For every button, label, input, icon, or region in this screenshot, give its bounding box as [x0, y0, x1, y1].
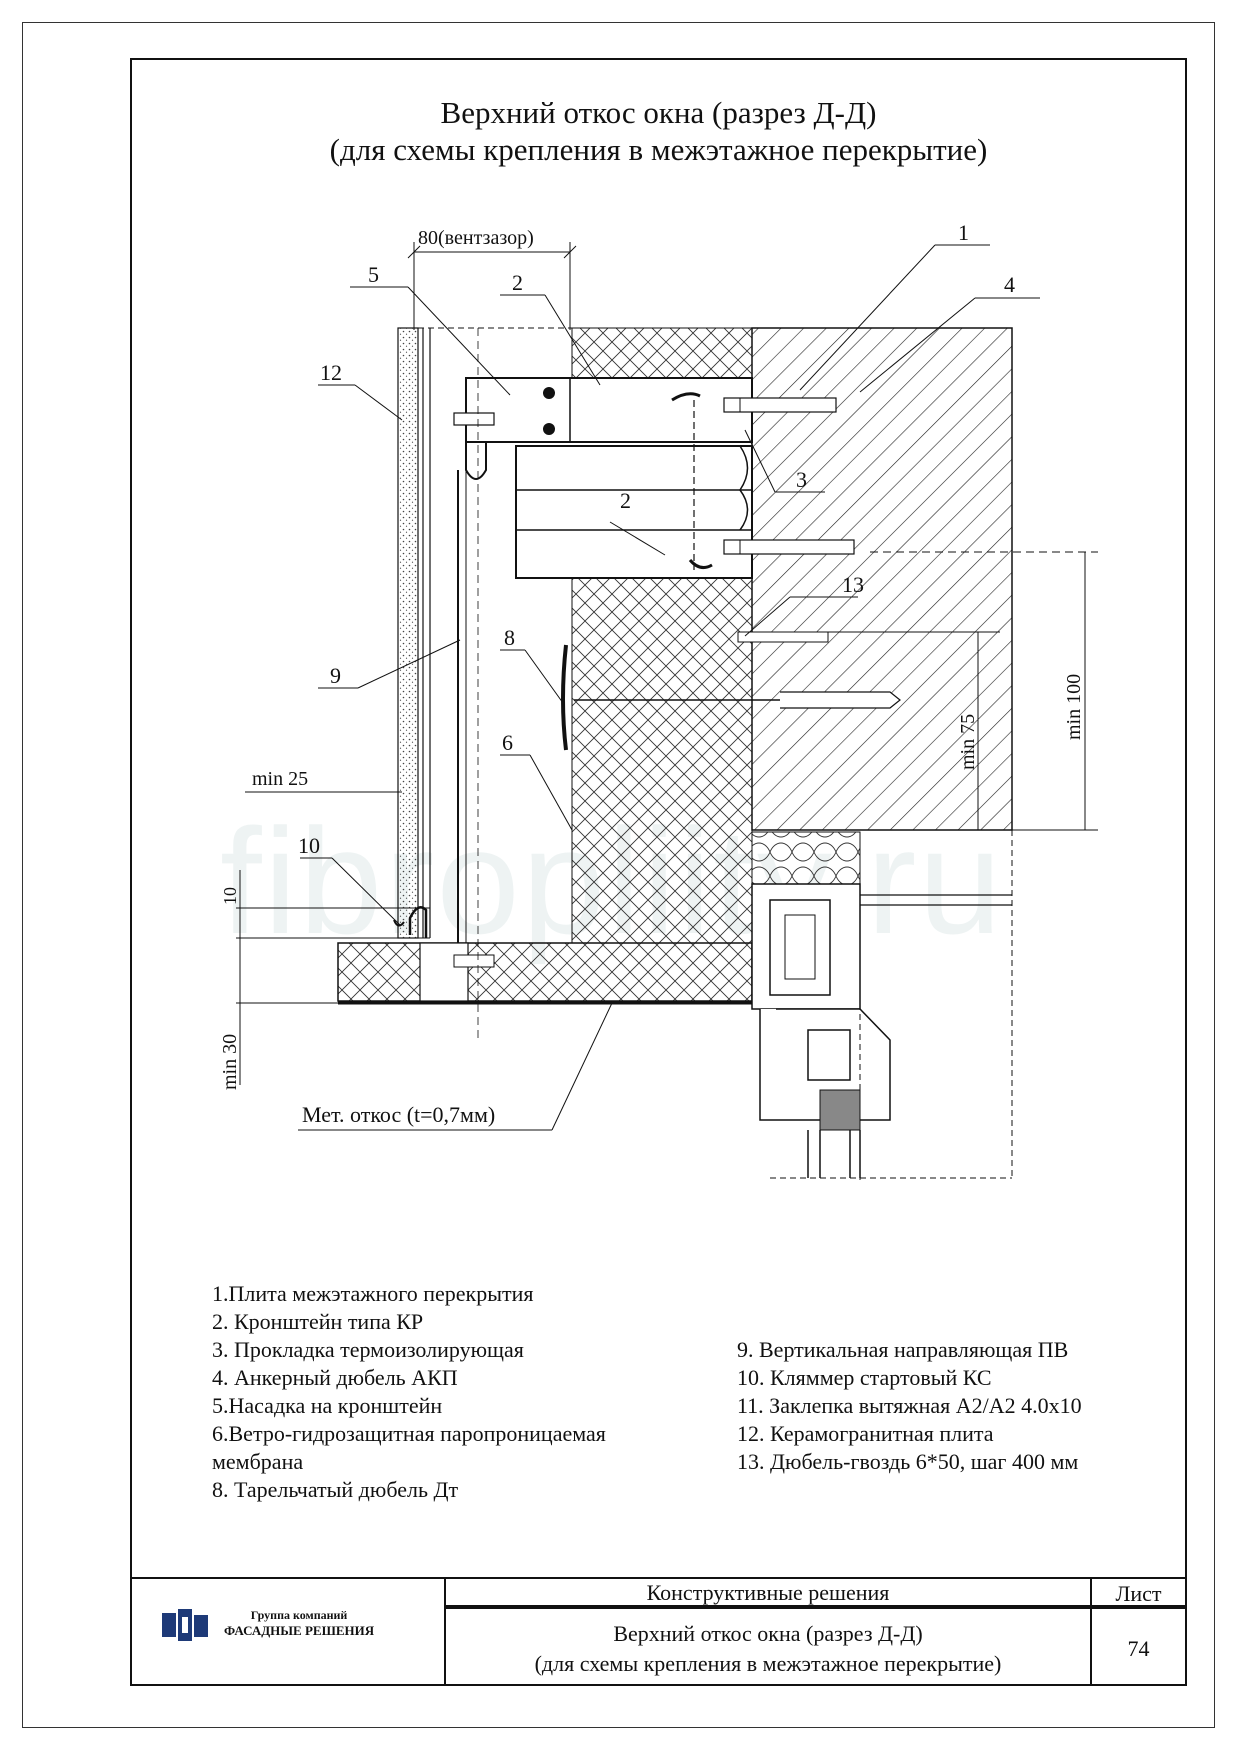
title-block-sheet-label: Лист — [1090, 1577, 1187, 1607]
legend-item: 5.Насадка на кронштейн — [212, 1393, 443, 1418]
legend-right: 9. Вертикальная направляющая ПВ 10. Клям… — [737, 1336, 1082, 1476]
dim-min-25: min 25 — [252, 768, 308, 790]
dim-vent-gap: 80(вентзазор) — [418, 227, 534, 249]
outer-frame — [22, 22, 1215, 1728]
anchor-dowels — [453, 397, 855, 555]
title-block-company: Группа компаний ФАСАДНЫЕ РЕШЕНИЯ — [130, 1577, 446, 1686]
callout-2-top: 2 — [512, 270, 523, 295]
company-name-line1: Группа компаний — [250, 1608, 348, 1622]
callout-9: 9 — [330, 663, 341, 688]
title-block-line2: (для схемы крепления в межэтажное перекр… — [534, 1651, 1002, 1676]
dim-10: 10 — [220, 887, 240, 905]
mineral-wool-strip — [751, 831, 861, 885]
callout-1: 1 — [958, 220, 969, 245]
legend-item: 13. Дюбель-гвоздь 6*50, шаг 400 мм — [737, 1449, 1079, 1474]
legend-item: 1.Плита межэтажного перекрытия — [212, 1281, 534, 1306]
title-block-sheet-number: 74 — [1090, 1607, 1187, 1686]
boundary-lines — [398, 327, 572, 1040]
legend-item: 10. Кляммер стартовый КС — [737, 1365, 992, 1390]
legend-item: 12. Керамогранитная плита — [737, 1421, 994, 1446]
window-frame — [751, 830, 1013, 1180]
callout-13: 13 — [842, 572, 864, 597]
callout-3: 3 — [796, 467, 807, 492]
callout-12: 12 — [320, 360, 342, 385]
bracket-lower — [515, 392, 753, 579]
legend-left: 1.Плита межэтажного перекрытия 2. Кроншт… — [212, 1280, 606, 1504]
metal-reveal — [337, 942, 753, 1005]
dimension-lines — [236, 242, 1098, 1085]
title-block: Группа компаний ФАСАДНЫЕ РЕШЕНИЯ Констру… — [130, 1577, 1187, 1686]
legend-item: мембрана — [212, 1449, 304, 1474]
company-name-line2: ФАСАДНЫЕ РЕШЕНИЯ — [224, 1623, 375, 1638]
legend-item: 3. Прокладка термоизолирующая — [212, 1337, 524, 1362]
legend-item: 9. Вертикальная направляющая ПВ — [737, 1337, 1069, 1362]
legend-item: 2. Кронштейн типа КР — [212, 1309, 424, 1334]
dim-min-30: min 30 — [219, 1034, 241, 1090]
callout-10: 10 — [298, 833, 320, 858]
title-block-header: Конструктивные решения — [444, 1577, 1092, 1607]
drawing-title-line1: Верхний откос окна (разрез Д-Д) — [440, 95, 877, 130]
dowel-nails — [561, 631, 901, 751]
drawing-title-line2: (для схемы крепления в межэтажное перекр… — [329, 132, 988, 167]
legend-item: 6.Ветро-гидрозащитная паропроницаемая — [212, 1421, 606, 1446]
callout-leaders — [298, 244, 1040, 1131]
title-block-line1: Верхний откос окна (разрез Д-Д) — [613, 1621, 923, 1646]
callout-4: 4 — [1004, 272, 1015, 297]
callout-2-lower: 2 — [620, 488, 631, 513]
callout-6: 6 — [502, 730, 513, 755]
legend-item: 4. Анкерный дюбель АКП — [212, 1365, 458, 1390]
legend-item: 8. Тарельчатый дюбель Дт — [212, 1477, 459, 1502]
callout-5: 5 — [368, 262, 379, 287]
company-logo-icon — [162, 1609, 208, 1641]
bracket-upper — [465, 377, 753, 480]
callout-met-otkos: Мет. откос (t=0,7мм) — [302, 1102, 495, 1127]
insulation-layer — [571, 327, 753, 944]
title-block-description: Верхний откос окна (разрез Д-Д) (для схе… — [444, 1607, 1092, 1686]
legend-item: 11. Заклепка вытяжная А2/А2 4.0х10 — [737, 1393, 1082, 1418]
dim-min-75: min 75 — [957, 714, 979, 770]
dim-min-100: min 100 — [1063, 674, 1085, 740]
callout-8: 8 — [504, 625, 515, 650]
